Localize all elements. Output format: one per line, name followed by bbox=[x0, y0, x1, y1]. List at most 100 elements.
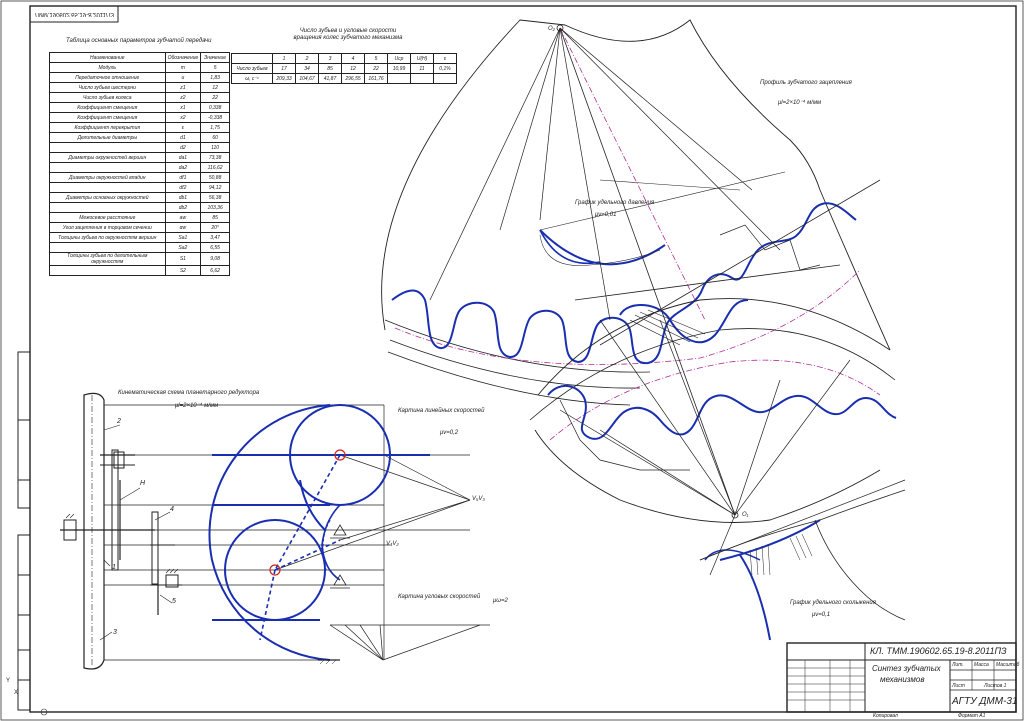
speed-vector-label: V₅V₃ bbox=[472, 496, 485, 502]
planet-center-marker-lower bbox=[269, 564, 281, 576]
params-cell-val: 12 bbox=[200, 82, 230, 93]
params-cell-sym: df1 bbox=[164, 172, 202, 183]
speed-header-blank bbox=[231, 53, 273, 64]
sliding-graph-title: График удельного скольжения bbox=[790, 600, 876, 606]
kinematic-label-1: 1 bbox=[112, 564, 116, 571]
stamp-sheet-label: Лист bbox=[952, 683, 965, 689]
ground-symbols bbox=[318, 524, 350, 665]
params-cell-sym: da1 bbox=[164, 152, 202, 163]
params-cell-name bbox=[49, 265, 166, 276]
stamp-footer-left: Копировал bbox=[873, 713, 898, 719]
kinematic-title: Кинематическая схема планетарного редукт… bbox=[118, 390, 260, 396]
speed-table-title: Число зубьев и угловые скорости вращения… bbox=[293, 28, 403, 41]
center-label-o2: O₂ bbox=[548, 26, 555, 32]
params-header-val: Значение bbox=[200, 52, 230, 63]
params-cell-val: 3,47 bbox=[200, 232, 230, 243]
speed-header-cell: 1 bbox=[272, 53, 296, 64]
params-cell-sym: z1 bbox=[164, 82, 202, 93]
linear-speed-scale: μv=0,2 bbox=[440, 430, 459, 436]
speed-header-cell: 3 bbox=[318, 53, 342, 64]
params-cell-val: 0,338 bbox=[200, 102, 230, 113]
params-cell-val: 116,62 bbox=[200, 162, 230, 173]
params-cell-name: Число зубьев колеса bbox=[49, 92, 166, 103]
speed-cell: 34 bbox=[295, 63, 319, 74]
params-cell-name: Толщины зубьев по окружностям вершин bbox=[49, 232, 166, 243]
corner-code-box bbox=[29, 5, 119, 23]
params-cell-val: 50,88 bbox=[200, 172, 230, 183]
speed-vector-label-2: V₄V₂ bbox=[386, 541, 399, 547]
params-cell-val: 5 bbox=[200, 62, 230, 73]
params-cell-sym: S1 bbox=[164, 252, 202, 266]
params-cell-sym: d2 bbox=[164, 142, 202, 153]
kinematic-label-2: 2 bbox=[117, 418, 121, 425]
params-cell-val: 103,36 bbox=[200, 202, 230, 213]
speed-cell: 22 bbox=[364, 63, 388, 74]
params-cell-name: Коэффициент перекрытия bbox=[49, 122, 166, 133]
params-cell-val: 56,38 bbox=[200, 192, 230, 203]
params-cell-name bbox=[49, 202, 166, 213]
params-cell-sym: df2 bbox=[164, 182, 202, 193]
params-table-title: Таблица основных параметров зубчатой пер… bbox=[66, 38, 212, 44]
params-cell-name: Передаточное отношение bbox=[49, 72, 166, 83]
kinematic-label-5: 5 bbox=[172, 598, 176, 605]
params-table: Наименование Обозначение Значение Модуль… bbox=[49, 52, 230, 276]
speed-cell: 0,1% bbox=[433, 63, 457, 74]
kinematic-scale: μl=2×10⁻⁴ м/мм bbox=[175, 403, 219, 409]
stamp-title-line1: Синтез зубчатых bbox=[872, 664, 941, 673]
stamp-scale-label: Масштаб bbox=[996, 662, 1020, 668]
params-cell-sym: x2 bbox=[164, 112, 202, 123]
angular-speed-scale: μω=2 bbox=[493, 598, 508, 604]
params-cell-val: 9,08 bbox=[200, 252, 230, 266]
params-cell-val: 85 bbox=[200, 212, 230, 223]
speed-cell: 85 bbox=[318, 63, 342, 74]
params-cell-sym: d1 bbox=[164, 132, 202, 143]
params-cell-val: 1,83 bbox=[200, 72, 230, 83]
speed-header-cell: U(H) bbox=[410, 53, 434, 64]
stamp-code: КЛ. ТММ.190602.65.19-8.2011ПЗ bbox=[870, 646, 1007, 656]
params-cell-name: Коэффициент смещения bbox=[49, 112, 166, 123]
params-cell-val: 1,75 bbox=[200, 122, 230, 133]
pressure-graph-scale: μν=0,01 bbox=[595, 212, 617, 218]
speed-cell: 11 bbox=[410, 63, 434, 74]
params-cell-name: Диаметры основных окружностей bbox=[49, 192, 166, 203]
params-cell-sym: da2 bbox=[164, 162, 202, 173]
params-cell-val: 73,38 bbox=[200, 152, 230, 163]
axis-mark-y: Y bbox=[6, 678, 10, 684]
params-cell-name bbox=[49, 162, 166, 173]
params-cell-name: Угол зацепления в торцовом сечении bbox=[49, 222, 166, 233]
params-cell-sym: z2 bbox=[164, 92, 202, 103]
speed-row-label: Число зубьев bbox=[231, 63, 273, 74]
params-cell-sym: db2 bbox=[164, 202, 202, 213]
params-cell-val: 20° bbox=[200, 222, 230, 233]
params-cell-name: Коэффициент смещения bbox=[49, 102, 166, 113]
speed-cell: 161,76 bbox=[364, 73, 388, 84]
angular-speed-title: Картина угловых скоростей bbox=[398, 594, 481, 600]
params-cell-sym: x1 bbox=[164, 102, 202, 113]
speed-cell: 209,33 bbox=[272, 73, 296, 84]
params-cell-sym: ε bbox=[164, 122, 202, 133]
speed-cell: 41,87 bbox=[318, 73, 342, 84]
stamp-footer-right: Формат А1 bbox=[958, 713, 986, 719]
kinematic-label-4: 4 bbox=[170, 506, 174, 513]
params-row: Толщины зубьев по делительным окружностя… bbox=[49, 252, 230, 266]
params-cell-name: Толщины зубьев по делительным окружностя… bbox=[49, 252, 166, 266]
params-cell-sym: Sa1 bbox=[164, 232, 202, 243]
speed-cell: 17 bbox=[272, 63, 296, 74]
origin-marker bbox=[40, 708, 48, 716]
